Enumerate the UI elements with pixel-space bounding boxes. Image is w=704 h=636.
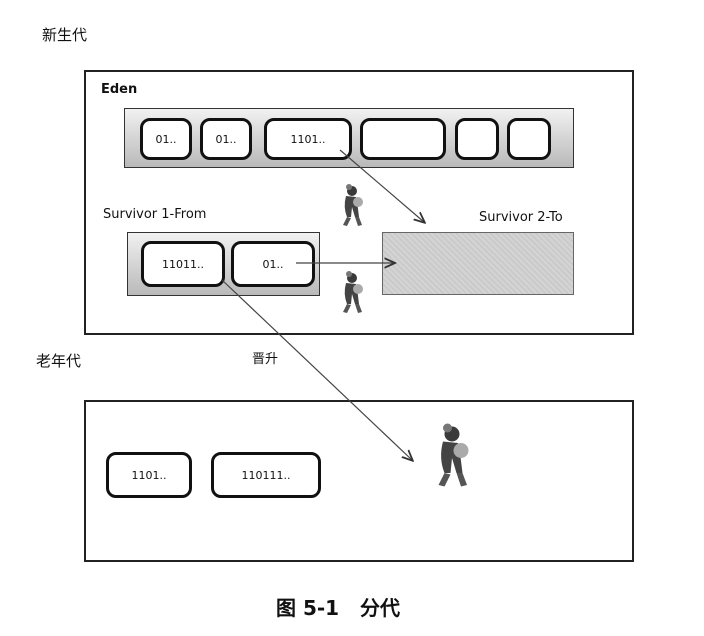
eden-object: 1101.. — [264, 118, 352, 160]
survivor-object: 01.. — [231, 241, 315, 287]
old-gen-title: 老年代 — [36, 352, 82, 370]
survivor-to-label: Survivor 2-To — [479, 210, 563, 225]
eden-object-empty — [455, 118, 499, 160]
figure-caption: 图 5-1 分代 — [276, 596, 400, 620]
old-gen-object: 1101.. — [106, 452, 192, 498]
young-gen-title: 新生代 — [42, 26, 88, 44]
old-gen-object: 110111.. — [211, 452, 321, 498]
eden-object: 01.. — [200, 118, 252, 160]
promote-label: 晋升 — [252, 352, 279, 367]
mover-figure-icon — [343, 271, 363, 313]
mover-figure-icon — [438, 423, 469, 487]
eden-label: Eden — [101, 82, 138, 97]
eden-object: 01.. — [140, 118, 192, 160]
survivor-to-space — [382, 232, 574, 295]
survivor-from-label: Survivor 1-From — [103, 207, 207, 222]
promotion-arrow — [221, 279, 412, 460]
eden-object-empty — [360, 118, 446, 160]
eden-to-survivor-arrow — [339, 149, 424, 222]
mover-figure-icon — [343, 184, 363, 226]
eden-object-empty — [507, 118, 551, 160]
survivor-object: 11011.. — [141, 241, 225, 287]
